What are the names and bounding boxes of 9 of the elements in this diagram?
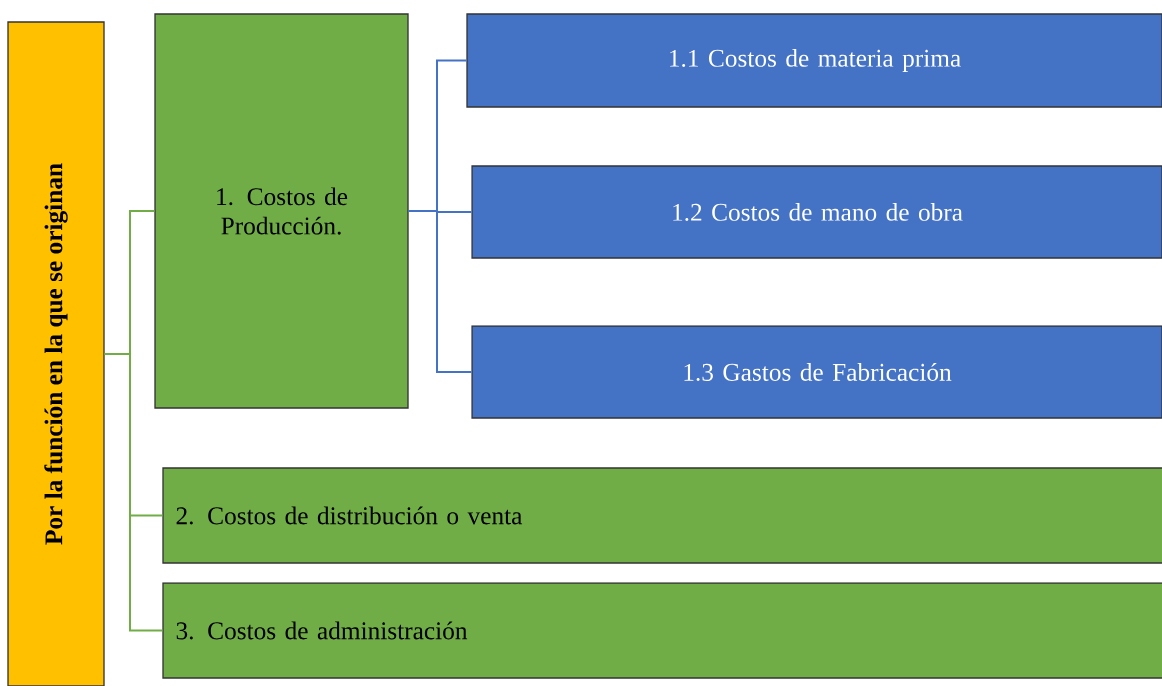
connector-line [407, 210, 473, 373]
category-box: 3. Costos de administración [162, 582, 1162, 679]
subcategory-box: 1.2 Costos de mano de obra [471, 165, 1162, 259]
category-band: Por la función en la que se originan [7, 21, 105, 686]
subcategory-box: 1.1 Costos de materia prima [466, 13, 1162, 108]
subcategory-box: 1.3 Gastos de Fabricación [471, 325, 1162, 419]
category-box: 1. Costos de Producción. [154, 13, 409, 409]
category-box: 2. Costos de distribución o venta [162, 467, 1162, 564]
connector-line [103, 353, 164, 632]
